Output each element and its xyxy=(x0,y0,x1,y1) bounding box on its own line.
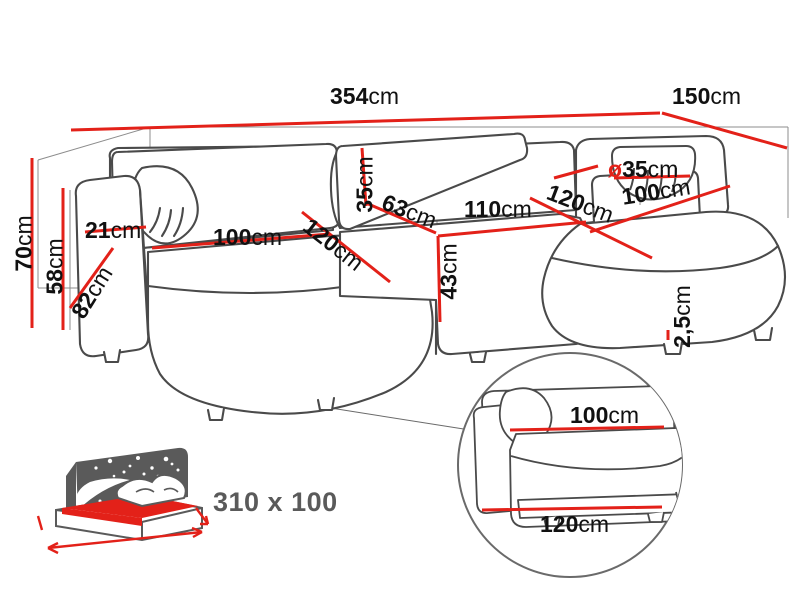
dim-leg-height: 2,5cm xyxy=(668,285,695,348)
dim-bolster-diameter: ø35cm xyxy=(608,156,679,182)
dim-total-height: 70cm xyxy=(10,215,37,272)
detail-magnifier-circle xyxy=(457,352,683,578)
dim-backrest-cushion-height: 35cm xyxy=(351,156,378,213)
dim-seat-height: 43cm xyxy=(435,243,462,300)
detail-dimension-lines xyxy=(481,425,665,512)
dim-total-width: 354cm xyxy=(330,83,400,109)
sleeping-area-label: 310 x 100 xyxy=(213,487,338,517)
detail-dim-base-width: 120cm xyxy=(540,511,610,537)
diameter-symbol-icon: ø xyxy=(608,156,623,182)
sofa-outline xyxy=(74,132,786,422)
bed-dimension-arrows xyxy=(36,507,210,555)
dim-armrest-width: 21cm xyxy=(85,217,142,243)
bolster-cushion-circle xyxy=(610,144,697,201)
dimension-lines-red xyxy=(30,111,788,340)
dim-middle-seat-width: 110cm xyxy=(464,196,532,222)
detail-sofa-outline xyxy=(472,385,682,528)
detail-dim-seat-width: 100cm xyxy=(570,402,640,428)
bed-sleeping-area-icon xyxy=(36,447,210,555)
dim-left-seat-width: 100cm xyxy=(213,224,283,250)
dim-backrest-height: 58cm xyxy=(41,238,68,295)
dim-total-depth: 150cm xyxy=(672,83,742,109)
